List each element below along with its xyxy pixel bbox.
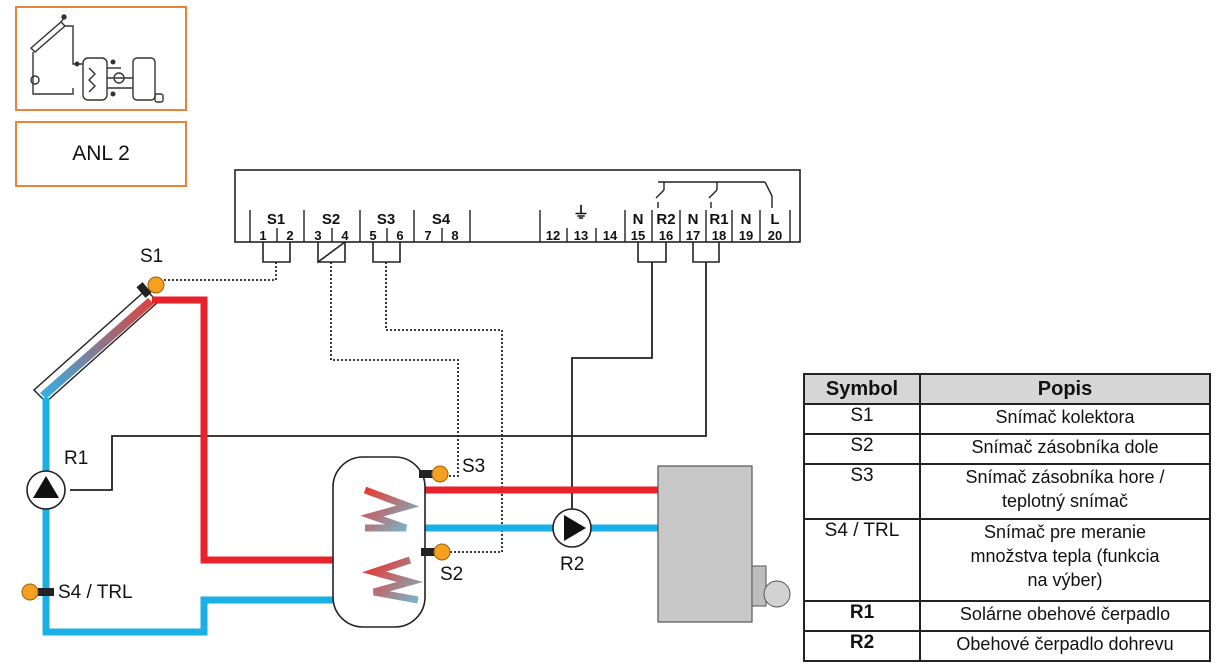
- terminal-number: 12: [546, 228, 560, 243]
- legend-symbol: S4 / TRL: [803, 518, 921, 602]
- label-r1: R1: [64, 448, 88, 469]
- storage-tank: [332, 456, 426, 628]
- legend-desc: Solárne obehové čerpadlo: [919, 600, 1211, 632]
- legend-header-symbol: Symbol: [803, 373, 921, 405]
- legend-symbol: R2: [803, 630, 921, 662]
- terminal-number: 17: [686, 228, 700, 243]
- legend-row: S3 Snímač zásobníka hore / teplotný sním…: [803, 463, 1211, 520]
- pump-r1-icon: [26, 470, 66, 510]
- terminal-number: 13: [574, 228, 588, 243]
- terminal-number: 4: [341, 228, 349, 243]
- ground-icon: ⏚: [573, 204, 589, 222]
- variant-label: ANL 2: [72, 142, 130, 165]
- terminal-number: 5: [369, 228, 376, 243]
- legend-symbol: S2: [803, 433, 921, 465]
- terminal-group-s3: S3: [377, 211, 395, 228]
- terminal-number: 18: [712, 228, 726, 243]
- legend-header-row: Symbol Popis: [803, 373, 1211, 405]
- solar-collector: [32, 289, 160, 403]
- terminal-number: 3: [314, 228, 321, 243]
- terminal-group-s1: S1: [267, 211, 285, 228]
- label-r2: R2: [560, 554, 584, 575]
- terminal-connectors: [262, 241, 720, 264]
- legend-header-desc: Popis: [919, 373, 1211, 405]
- terminal-group-l: L: [770, 211, 779, 228]
- terminal-number: 7: [424, 228, 431, 243]
- terminal-group-n3: N: [741, 211, 752, 228]
- legend-row: S1 Snímač kolektora: [803, 403, 1211, 435]
- solar-cold-pipe: [42, 398, 418, 636]
- signal-wires: [70, 262, 707, 553]
- solar-hot-pipe: [152, 296, 410, 564]
- system-scheme-icon: [15, 6, 187, 111]
- label-s4: S4 / TRL: [58, 582, 133, 603]
- label-s1: S1: [140, 246, 163, 267]
- terminal-number: 2: [286, 228, 293, 243]
- sensor-s4: [21, 583, 54, 601]
- legend-symbol: S3: [803, 463, 921, 520]
- terminal-number: 15: [631, 228, 645, 243]
- terminal-group-r1: R1: [709, 211, 728, 228]
- legend-row: S2 Snímač zásobníka dole: [803, 433, 1211, 465]
- legend-desc: Snímač pre meranie množstva tepla (funkc…: [919, 518, 1211, 602]
- terminal-number: 1: [259, 228, 266, 243]
- terminal-group-r2: R2: [656, 211, 675, 228]
- terminal-number: 6: [396, 228, 403, 243]
- pump-r2-icon: [552, 508, 592, 548]
- terminal-number: 8: [451, 228, 458, 243]
- label-s3: S3: [462, 456, 485, 477]
- label-s2: S2: [440, 564, 463, 585]
- legend-desc: Snímač kolektora: [919, 403, 1211, 435]
- legend-row: R2 Obehové čerpadlo dohrevu: [803, 630, 1211, 662]
- sensor-s2: [421, 543, 451, 561]
- legend-row: R1 Solárne obehové čerpadlo: [803, 600, 1211, 632]
- terminal-group-n2: N: [688, 211, 699, 228]
- legend-row: S4 / TRL Snímač pre meranie množstva tep…: [803, 518, 1211, 602]
- terminal-number: 20: [768, 228, 782, 243]
- sensor-s1: [136, 276, 165, 298]
- terminal-group-n1: N: [633, 211, 644, 228]
- legend-symbol: S1: [803, 403, 921, 435]
- legend-table: Symbol Popis S1 Snímač kolektora S2 Sním…: [803, 373, 1211, 662]
- sensor-s3: [419, 465, 449, 483]
- legend-desc: Snímač zásobníka dole: [919, 433, 1211, 465]
- terminal-number: 16: [659, 228, 673, 243]
- legend-symbol: R1: [803, 600, 921, 632]
- variant-label-box: ANL 2: [15, 121, 187, 187]
- boiler: [657, 465, 791, 623]
- legend-desc: Obehové čerpadlo dohrevu: [919, 630, 1211, 662]
- terminal-group-s2: S2: [322, 211, 340, 228]
- solar-system-icon: [29, 14, 164, 103]
- terminal-number: 19: [739, 228, 753, 243]
- controller-terminal-block: S1 S2 S3 S4 N R2 N R1 N L ⏚ 1 2 3 4 5 6 …: [234, 169, 801, 243]
- terminal-number: 14: [603, 228, 618, 243]
- terminal-group-s4: S4: [432, 211, 451, 228]
- legend-desc: Snímač zásobníka hore / teplotný snímač: [919, 463, 1211, 520]
